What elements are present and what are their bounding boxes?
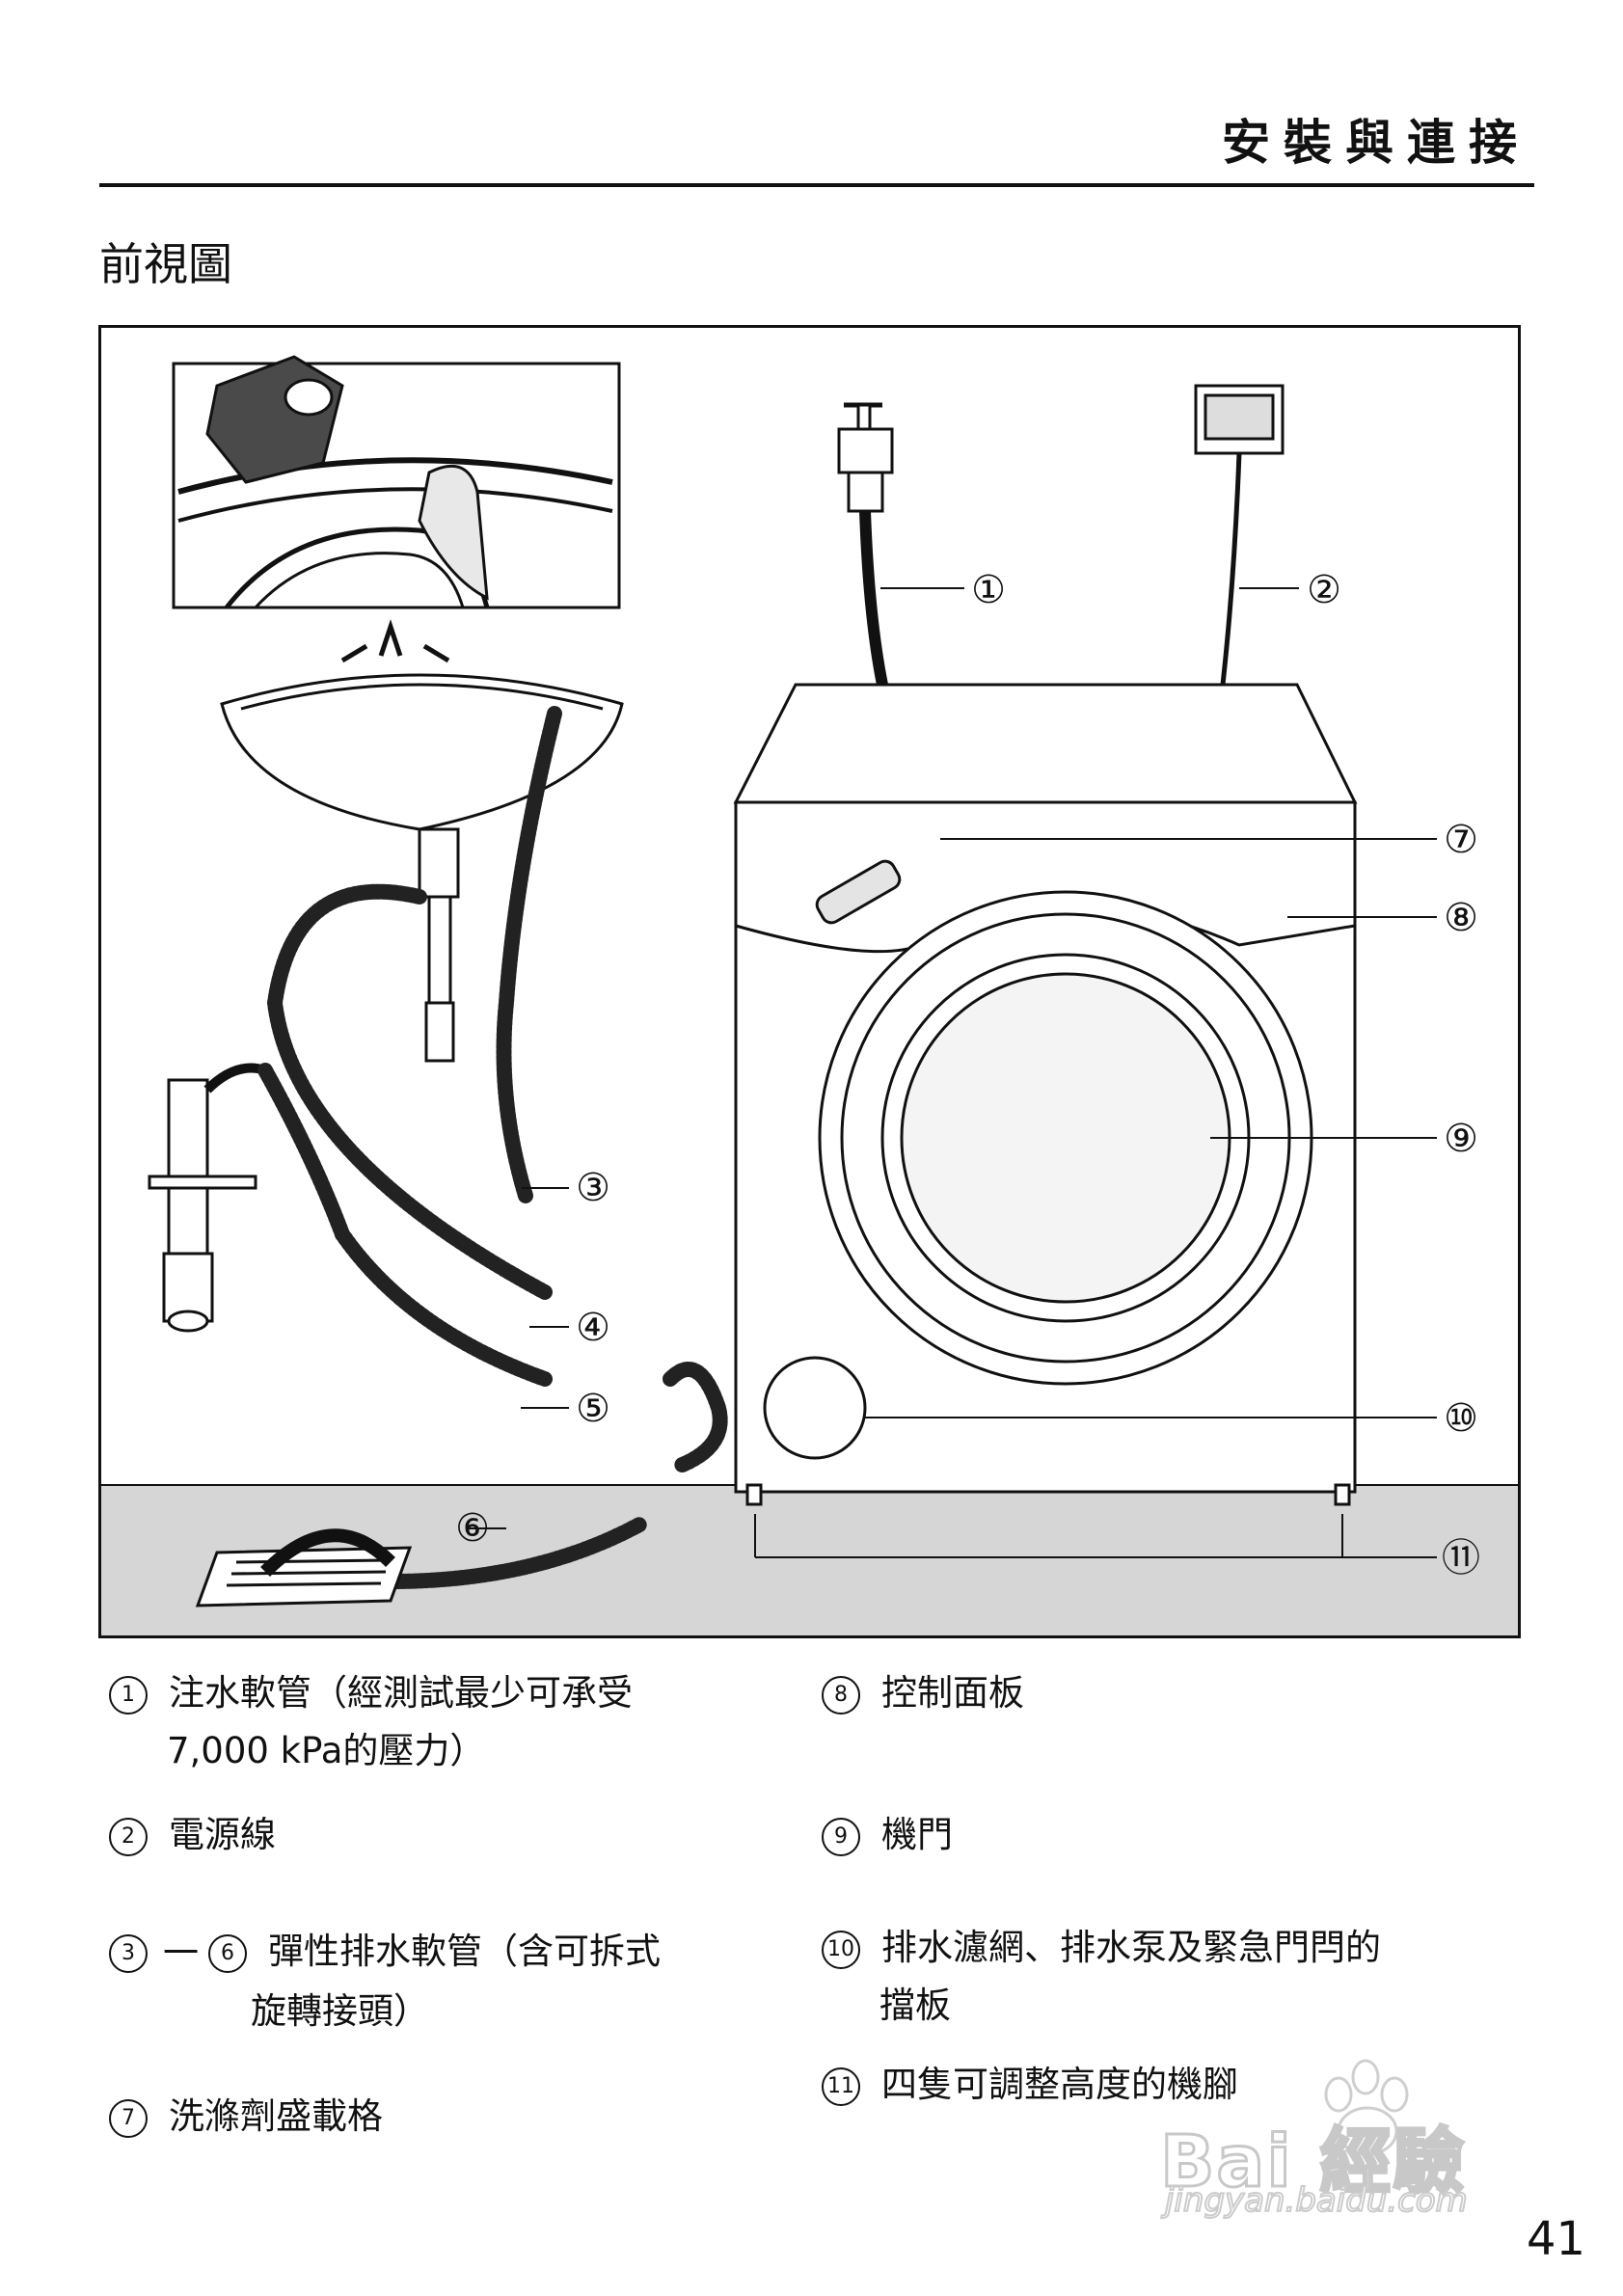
callout-1: ① [971,568,1006,612]
legend-number: 7 [109,2098,148,2138]
legend-item-2: 2 電源線 [109,1806,276,1864]
legend-number: 2 [109,1817,148,1856]
legend-item-8: 8 控制面板 [822,1664,1024,1722]
callout-5: ⑤ [576,1387,610,1431]
power-socket [1194,384,1285,686]
paw-logo-icon [1324,2059,1409,2156]
callout-8: ⑧ [1444,896,1478,940]
callout-4: ④ [576,1306,610,1350]
legend-item-11: 11 四隻可調整高度的機腳 [822,2056,1238,2114]
washing-machine [733,683,1358,1506]
callout-7: ⑦ [1444,818,1478,862]
callout-2: ② [1307,568,1341,612]
sink [220,619,624,1063]
legend-text: 機門 [881,1814,953,1855]
legend-text: 注水軟管（經測試最少可承受 [169,1672,633,1714]
drain-hoses [257,706,728,1589]
callout-6: ⑥ [455,1506,490,1551]
legend-text-continued: 旋轉接頭） [251,1989,429,2032]
legend-number: 1 [109,1675,148,1715]
callout-11: ⑪ [1442,1536,1480,1580]
legend-item-10: 10 排水濾網、排水泵及緊急門閂的 擋板 [822,1919,1381,2035]
legend-text: 排水濾網、排水泵及緊急門閂的 [881,1927,1381,1968]
legend-number: 11 [822,2066,860,2106]
watermark-url: jingyan.baidu.com [1164,2180,1469,2221]
legend-number: 9 [822,1817,860,1856]
legend-item-9: 9 機門 [822,1806,953,1864]
legend-text: 四隻可調整高度的機腳 [881,2064,1238,2105]
legend-text-continued: 擋板 [879,1985,951,2026]
water-tap [837,402,894,687]
legend-number: 10 [822,1930,860,1969]
washing-machine-diagram: ① ② ③ ④ ⑤ ⑥ ⑦ ⑧ ⑨ ⑩ ⑪ [101,355,1518,1635]
section-title: 前視圖 [99,238,232,290]
inset-detail [172,355,621,609]
wall-drain-pipe [148,1063,267,1333]
header-divider [99,183,1534,187]
legend-number-end: 6 [208,1933,247,1973]
legend-text: 洗滌劑盛載格 [169,2095,383,2137]
callout-10: ⑩ [1444,1396,1478,1441]
callout-9: ⑨ [1444,1117,1478,1161]
front-view-illustration: ① ② ③ ④ ⑤ ⑥ ⑦ ⑧ ⑨ ⑩ ⑪ [98,325,1521,1638]
page-number: 41 [1527,2212,1586,2266]
callout-3: ③ [576,1166,610,1210]
legend-item-7: 7 洗滌劑盛載格 [109,2088,383,2146]
watermark-brand: Bai 經驗 [1158,2120,1467,2205]
leader-lines [468,587,1437,1558]
legend-number: 3 [109,1933,148,1973]
legend-text: 電源線 [169,1814,276,1855]
legend-text-continued: 7,000 kPa的壓力） [167,1730,486,1771]
callout-labels: ① ② ③ ④ ⑤ ⑥ ⑦ ⑧ ⑨ ⑩ ⑪ [455,568,1480,1580]
floor-drain [195,1528,413,1607]
legend-range-separator: 一 [163,1931,199,1974]
chapter-title: 安裝與連接 [1222,115,1530,171]
legend-text: 控制面板 [881,1672,1024,1714]
legend-text: 彈性排水軟管（含可拆式 [268,1931,661,1972]
legend-item-1: 1 注水軟管（經測試最少可承受 7,000 kPa的壓力） [109,1664,633,1780]
legend-number: 8 [822,1675,860,1715]
